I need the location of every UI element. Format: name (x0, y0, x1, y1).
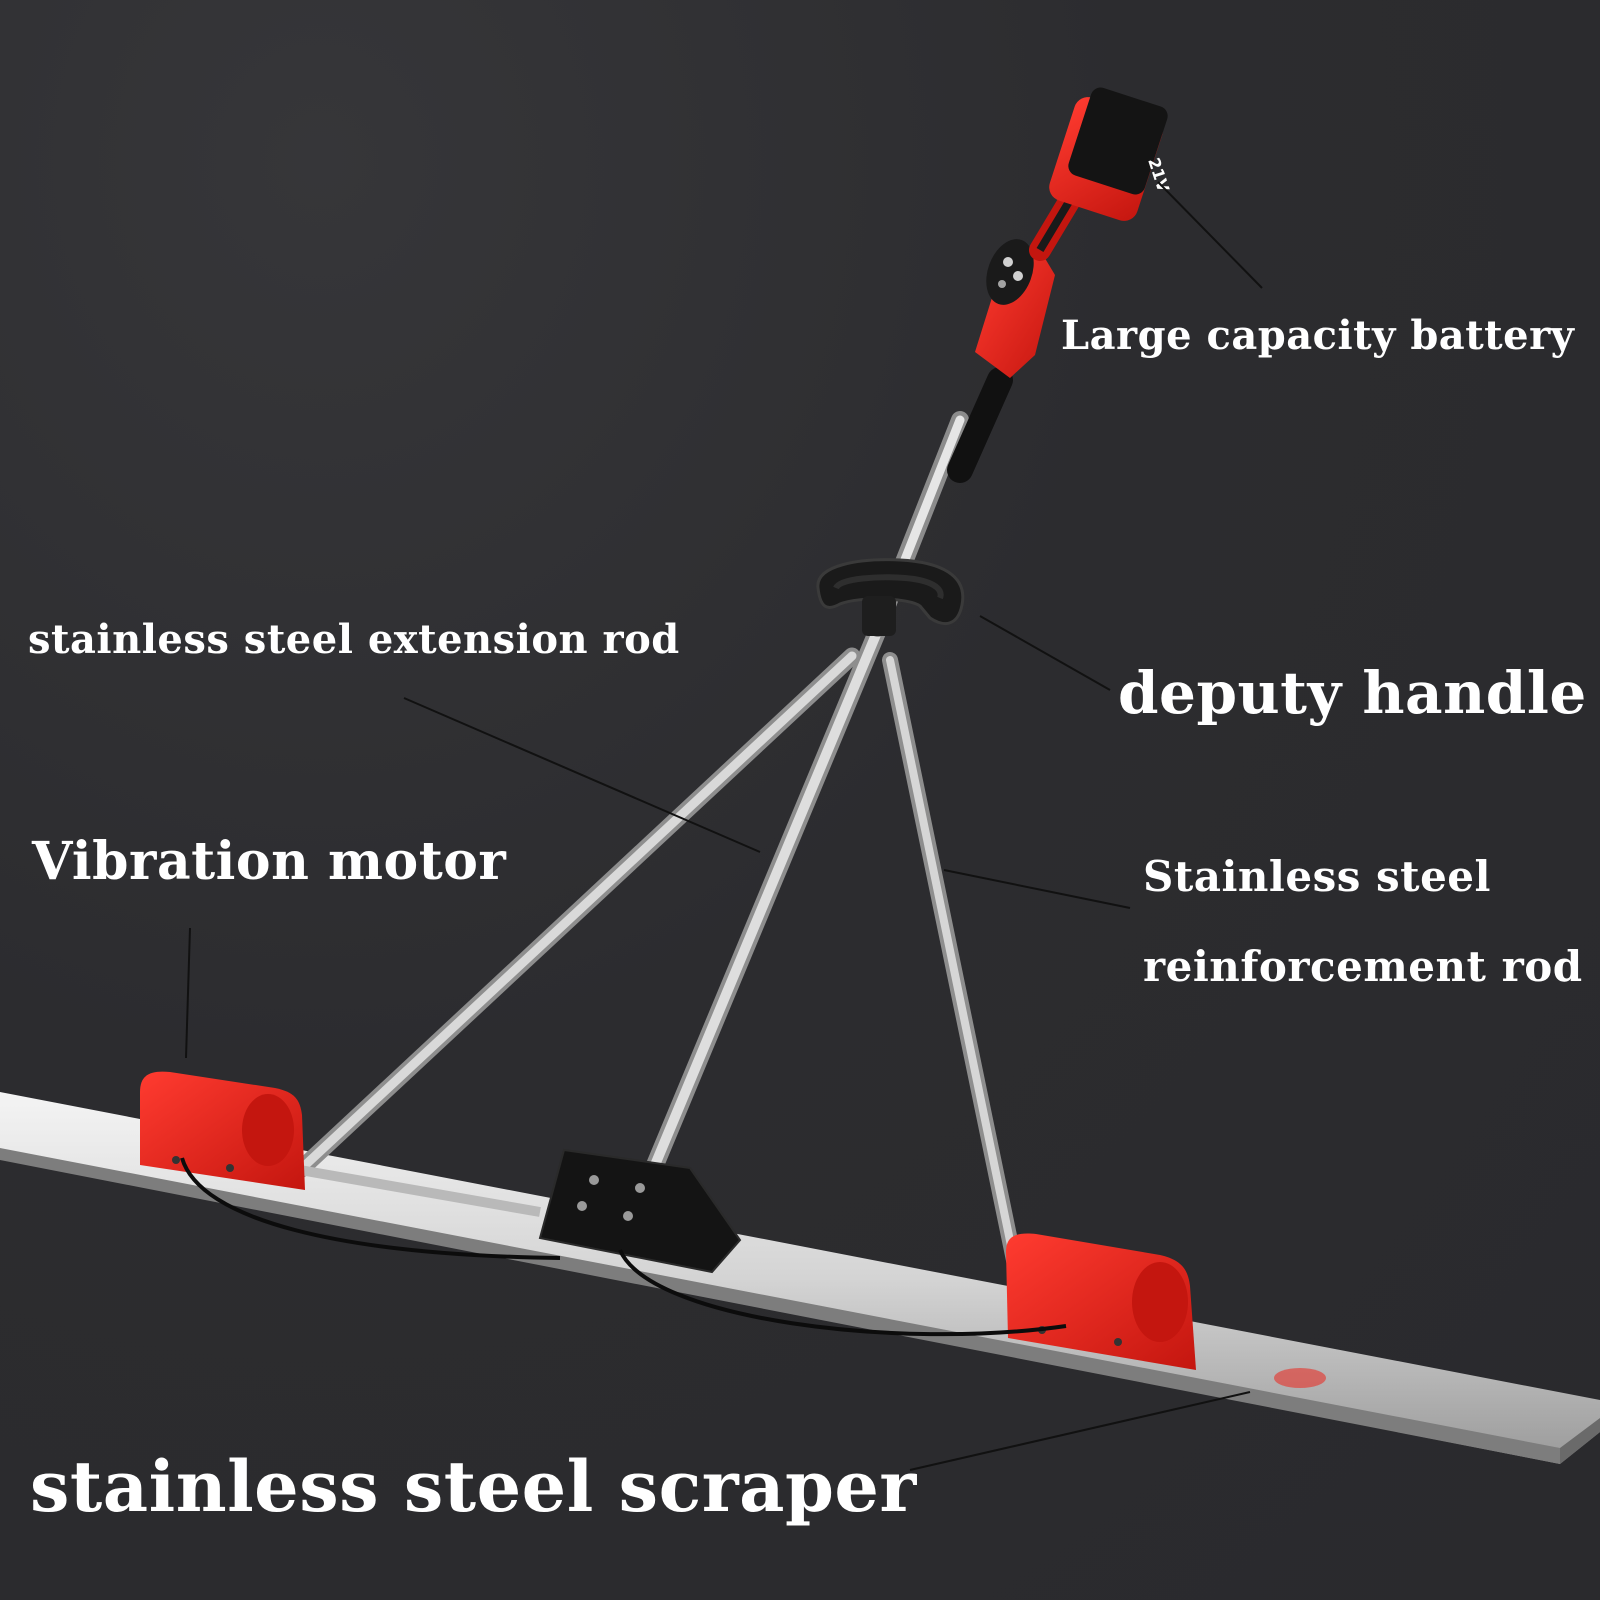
reinforcement-rod-label-line2: reinforcement rod (1143, 942, 1583, 991)
vibration-motor-label: Vibration motor (32, 831, 507, 892)
battery-handle-part: 21V (975, 87, 1173, 378)
vibration-motor-right (1006, 1233, 1196, 1370)
deputy-handle-part (816, 558, 965, 636)
extension-rod-label: stainless steel extension rod (28, 616, 680, 663)
power-cables (180, 1157, 1067, 1337)
deputy-handle-label: deputy handle (1118, 659, 1587, 727)
center-bracket (538, 1148, 742, 1274)
battery-label: Large capacity battery (1061, 312, 1575, 359)
scraper-label: stainless steel scraper (30, 1445, 917, 1528)
leader-lines (185, 181, 1263, 1471)
reinforcement-rod-label-line1: Stainless steel (1143, 852, 1491, 901)
support-rods (291, 616, 1023, 1273)
